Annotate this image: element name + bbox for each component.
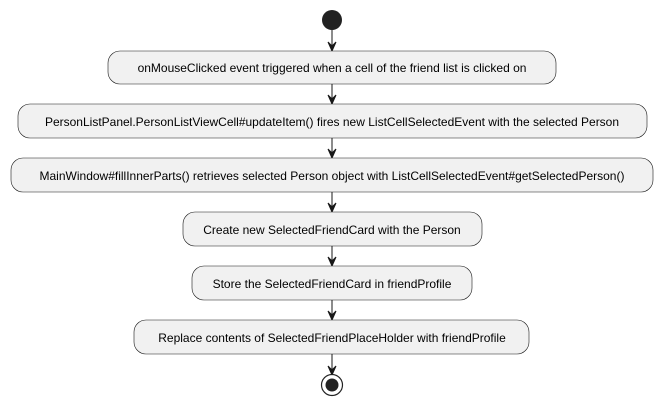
action-label: PersonListPanel.PersonListViewCell#updat… — [45, 115, 619, 129]
action-label: MainWindow#fillInnerParts() retrieves se… — [40, 169, 625, 183]
flow-arrow — [327, 30, 337, 53]
action-node-replace-contents: Replace contents of SelectedFriendPlaceH… — [133, 319, 530, 355]
action-node-fill-inner-parts: MainWindow#fillInnerParts() retrieves se… — [10, 157, 654, 193]
action-label: Store the SelectedFriendCard in friendPr… — [213, 277, 452, 291]
action-node-update-item: PersonListPanel.PersonListViewCell#updat… — [17, 103, 648, 139]
flow-arrow — [327, 354, 337, 377]
start-node — [322, 10, 342, 30]
action-label: onMouseClicked event triggered when a ce… — [138, 61, 527, 75]
end-node — [320, 373, 344, 397]
action-node-mouse-clicked: onMouseClicked event triggered when a ce… — [107, 50, 557, 85]
action-node-store-card: Store the SelectedFriendCard in friendPr… — [191, 265, 473, 301]
flow-arrow — [327, 192, 337, 214]
flow-arrow — [327, 300, 337, 322]
action-label: Create new SelectedFriendCard with the P… — [203, 223, 460, 237]
action-label: Replace contents of SelectedFriendPlaceH… — [158, 331, 506, 345]
flow-arrow — [327, 246, 337, 268]
action-node-create-card: Create new SelectedFriendCard with the P… — [182, 211, 483, 247]
flow-arrow — [327, 84, 337, 106]
flow-arrow — [327, 138, 337, 160]
